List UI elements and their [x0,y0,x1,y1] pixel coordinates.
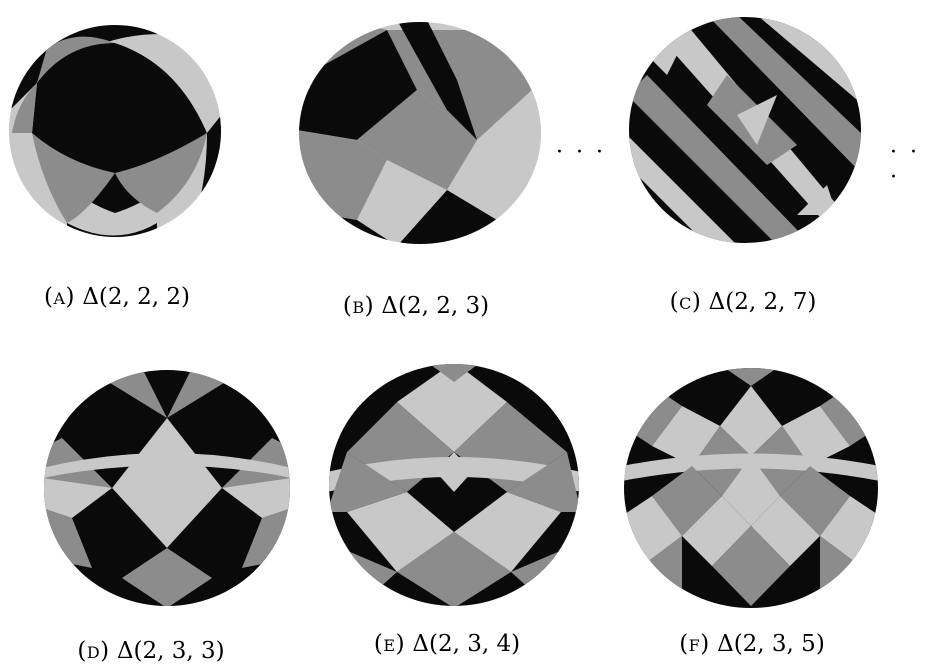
caption-d-label: Δ(2, 3, 3) [116,638,225,664]
sphere-c-graphic [629,17,861,243]
sphere-f-graphic [624,368,878,608]
caption-a-tag: (a) [43,284,75,310]
sphere-triangle-group-d [42,368,292,608]
caption-c-label: Δ(2, 2, 7) [708,289,817,315]
sphere-triangle-group-c [627,15,863,245]
sphere-triangle-group-a [7,23,223,239]
caption-b: (b) Δ(2, 2, 3) [343,293,489,319]
caption-d: (d) Δ(2, 3, 3) [77,638,224,664]
caption-e-label: Δ(2, 3, 4) [412,631,521,657]
sphere-triangle-group-b [297,20,543,246]
ellipsis-continuation-2: · · · [890,140,920,190]
caption-a-label: Δ(2, 2, 2) [82,284,191,310]
caption-e: (e) Δ(2, 3, 4) [374,631,520,657]
caption-b-label: Δ(2, 2, 3) [381,293,490,319]
caption-c-tag: (c) [669,289,702,315]
caption-e-tag: (e) [373,631,406,657]
sphere-e-graphic [329,364,579,606]
caption-d-tag: (d) [77,638,110,664]
caption-a: (a) Δ(2, 2, 2) [44,284,190,310]
caption-f-label: Δ(2, 3, 5) [717,631,825,657]
sphere-b-graphic [299,22,541,244]
sphere-triangle-group-f [622,366,880,610]
ellipsis-continuation-1: · · · [556,140,606,165]
sphere-triangle-group-e [327,362,581,608]
sphere-d-graphic [44,370,290,606]
caption-b-tag: (b) [342,293,375,319]
caption-c: (c) Δ(2, 2, 7) [670,289,817,315]
sphere-a-graphic [9,25,221,237]
caption-f: (f) Δ(2, 3, 5) [679,631,825,657]
caption-f-tag: (f) [679,631,710,657]
